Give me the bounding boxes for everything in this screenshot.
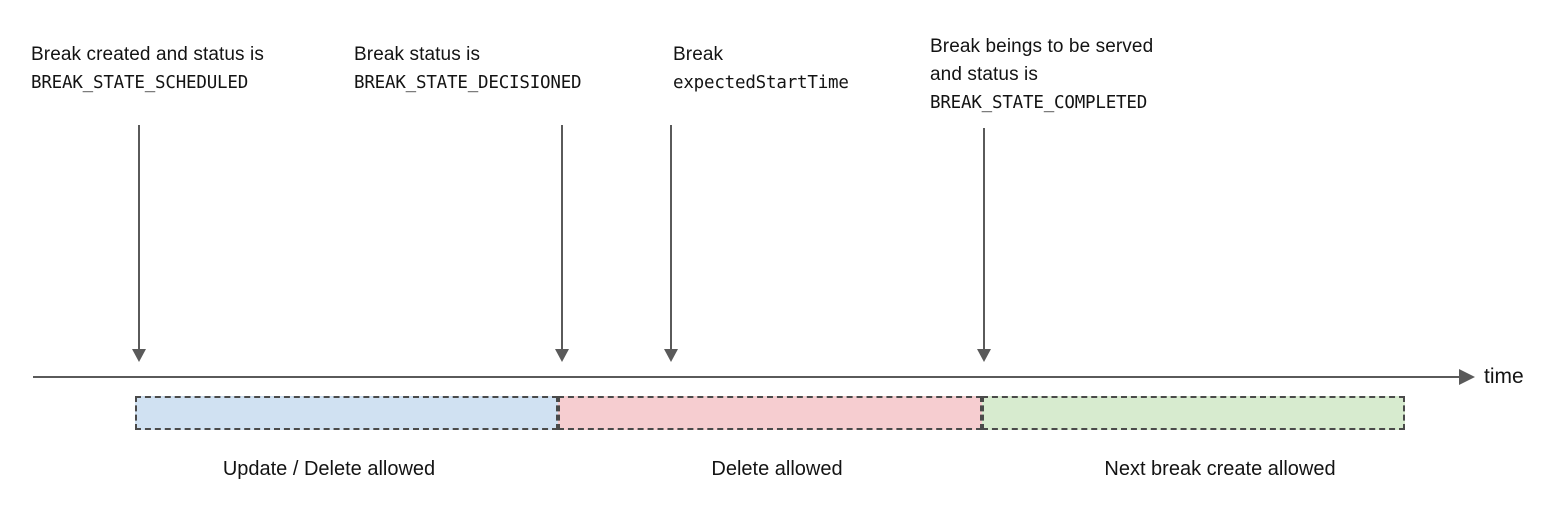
annotation-line: Break created and status is	[31, 44, 264, 65]
pointer-stem	[670, 125, 672, 350]
pointer-arrowhead-icon	[977, 349, 991, 362]
annotation-line: Break	[673, 44, 724, 65]
annotation-break-created: Break created and status is BREAK_STATE_S…	[31, 41, 264, 97]
caption-scheduled-phase: Update / Delete allowed	[222, 458, 436, 480]
pointer-arrow-break-created	[131, 125, 147, 362]
pointer-stem	[138, 125, 140, 350]
pointer-arrowhead-icon	[132, 349, 146, 362]
annotation-line: and status is	[930, 64, 1038, 85]
phase-bar-decisioned-phase	[558, 396, 982, 430]
annotation-break-decisioned: Break status is BREAK_STATE_DECISIONED	[354, 41, 582, 97]
phase-bar-scheduled-phase	[135, 396, 558, 430]
pointer-stem	[983, 128, 985, 350]
annotation-line: BREAK_STATE_DECISIONED	[354, 73, 582, 93]
pointer-arrow-break-expected-start-time	[663, 125, 679, 362]
caption-completed-phase: Next break create allowed	[1104, 458, 1336, 480]
caption-decisioned-phase: Delete allowed	[711, 458, 843, 480]
phase-bar-completed-phase	[982, 396, 1405, 430]
pointer-arrow-break-completed	[976, 128, 992, 362]
time-axis-line	[33, 376, 1465, 378]
annotation-line: Break status is	[354, 44, 481, 65]
annotation-break-expected-start-time: Break expectedStartTime	[673, 41, 849, 97]
annotation-line: BREAK_STATE_SCHEDULED	[31, 73, 249, 93]
pointer-arrowhead-icon	[664, 349, 678, 362]
time-axis-label: time	[1484, 365, 1524, 388]
annotation-line: expectedStartTime	[673, 73, 849, 93]
pointer-arrowhead-icon	[555, 349, 569, 362]
annotation-line: BREAK_STATE_COMPLETED	[930, 93, 1148, 113]
annotation-break-completed: Break beings to be served and status is BR…	[930, 33, 1153, 117]
time-axis-arrowhead-icon	[1459, 369, 1475, 385]
pointer-stem	[561, 125, 563, 350]
pointer-arrow-break-decisioned	[554, 125, 570, 362]
annotation-line: Break beings to be served	[930, 36, 1154, 57]
